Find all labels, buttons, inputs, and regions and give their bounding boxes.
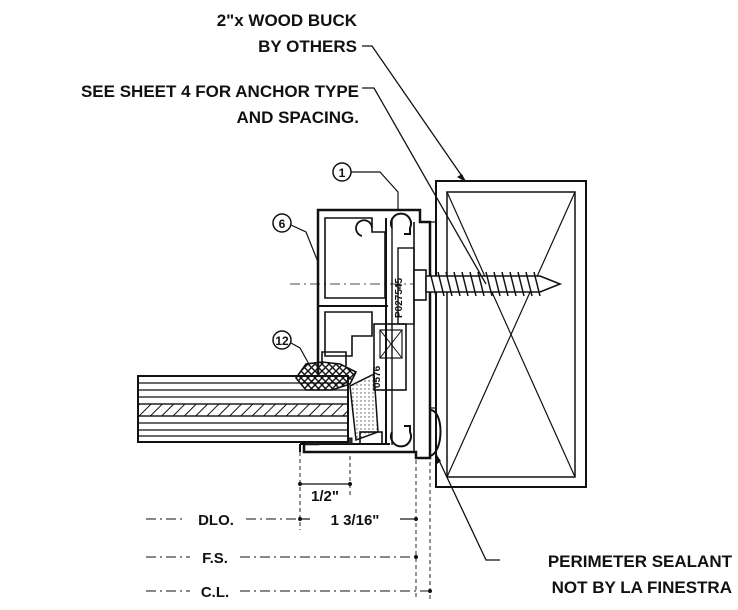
frame-part-number: P027545 — [394, 278, 405, 318]
callout-frame-number: 1 — [339, 166, 346, 180]
dim-cl-label: C.L. — [201, 584, 229, 601]
callout-glazing-bead-number: 12 — [275, 334, 289, 348]
anchor-leader — [362, 87, 487, 285]
anchor-note-line2: AND SPACING. — [237, 108, 359, 127]
wood-buck-label-line2: BY OTHERS — [258, 37, 357, 56]
anchor-note-line1: SEE SHEET 4 FOR ANCHOR TYPE — [81, 82, 359, 101]
callout-glass-stop-number: 6 — [279, 217, 286, 231]
callout-glass-stop: 6 — [272, 213, 319, 263]
dim-dlo-label: DLO. — [198, 512, 234, 529]
dim-fs-label: F.S. — [202, 550, 228, 567]
perimeter-sealant — [429, 221, 442, 457]
wood-buck-leader — [362, 45, 467, 183]
wood-buck — [435, 180, 587, 488]
dim-half-inch: 1/2" — [311, 488, 339, 505]
wood-buck-label-line1: 2"x WOOD BUCK — [217, 11, 358, 30]
callout-glazing-bead: 12 — [272, 330, 311, 367]
stop-part-number: 0576 — [372, 365, 383, 388]
sealant-note-line1: PERIMETER SEALANT — [548, 552, 733, 571]
callout-frame: 1 — [332, 162, 399, 210]
anchor-screw — [290, 269, 563, 301]
dim-frame-depth: 1 3/16" — [331, 512, 380, 529]
sealant-leader — [435, 453, 500, 561]
glazing-bead — [294, 351, 358, 391]
dimension-lines — [146, 452, 432, 600]
sealant-note-line2: NOT BY LA FINESTRA — [552, 578, 732, 597]
